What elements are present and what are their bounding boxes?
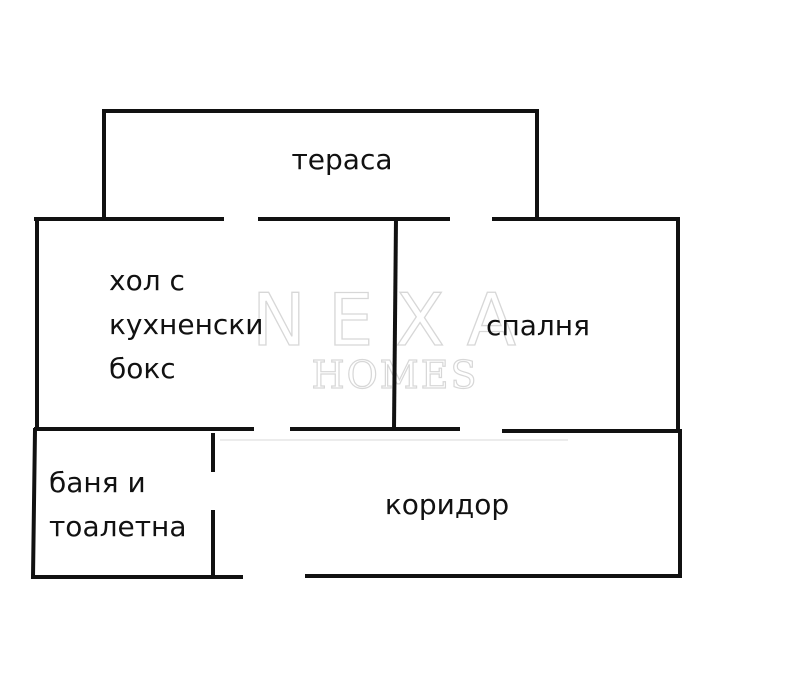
label-corridor: коридор [385, 488, 509, 521]
bathroom-left-wall [30, 427, 38, 580]
label-bedroom: спалня [486, 309, 590, 342]
watermark-brand: NEXA [252, 278, 538, 362]
walls [30, 109, 682, 580]
partition-wall [391, 216, 399, 431]
label-terrace: тераса [291, 143, 392, 176]
label-bathroom-line2: тоалетна [49, 510, 187, 543]
room-labels: тераса хол с кухненски бокс спалня баня … [49, 143, 590, 543]
label-living-line1: хол с [109, 264, 185, 297]
terrace-wall [102, 109, 539, 220]
label-bathroom-line1: баня и [49, 466, 146, 499]
label-living-line2: кухненски [109, 308, 263, 341]
label-living-line3: бокс [109, 352, 176, 385]
